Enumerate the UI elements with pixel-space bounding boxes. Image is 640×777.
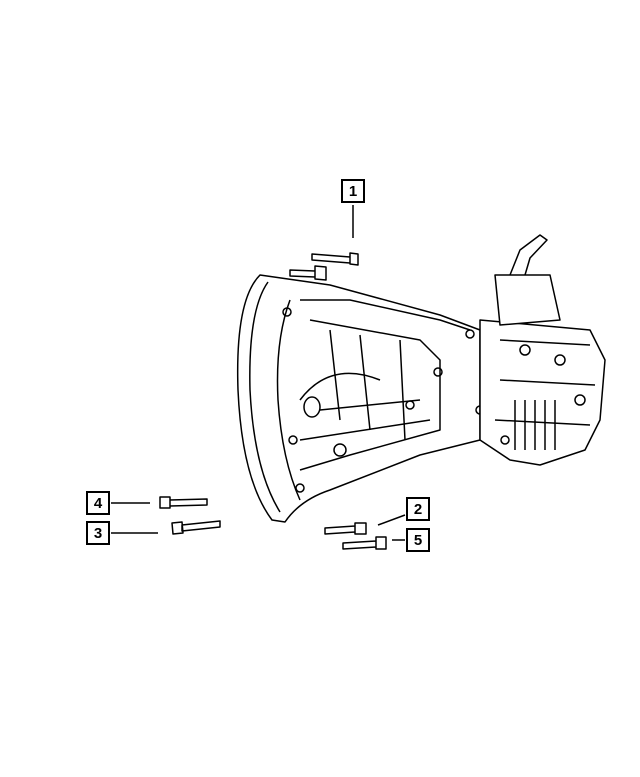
bolt-2 xyxy=(324,522,367,535)
callout-4: 4 xyxy=(86,491,110,515)
bolt-3 xyxy=(171,520,221,535)
callout-1: 1 xyxy=(341,179,365,203)
callout-5: 5 xyxy=(406,528,430,552)
transmission-assembly xyxy=(236,274,485,523)
gear-case xyxy=(479,234,606,466)
callout-2: 2 xyxy=(406,497,430,521)
bolt-1a xyxy=(311,252,359,266)
callout-3: 3 xyxy=(86,521,110,545)
leader-line-2 xyxy=(377,514,406,526)
bolt-5 xyxy=(342,536,387,550)
bolt-1b xyxy=(289,265,327,281)
bolt-4 xyxy=(159,496,208,509)
